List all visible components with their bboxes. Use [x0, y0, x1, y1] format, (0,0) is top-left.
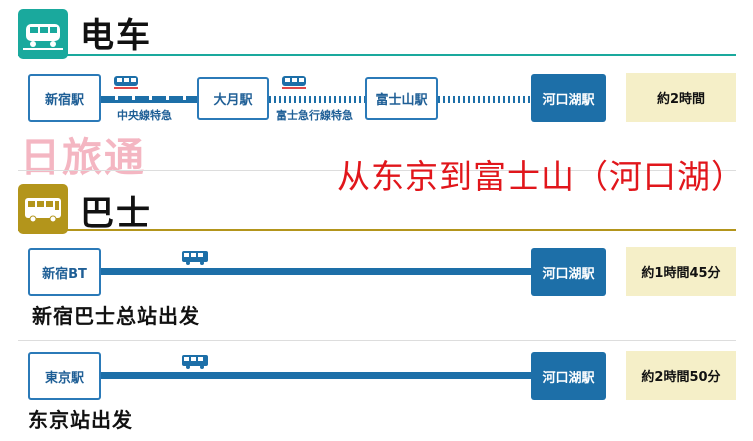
bus-destination-kawaguchiko[interactable]: 河口湖駅: [531, 352, 606, 400]
small-bus-icon: [182, 251, 208, 265]
bus-destination-kawaguchiko[interactable]: 河口湖駅: [531, 248, 606, 296]
bus-route-line: [101, 372, 533, 379]
station-otsuki[interactable]: 大月駅: [197, 77, 269, 120]
bus-route-line: [101, 268, 533, 275]
train-duration: 約2時間: [626, 73, 736, 122]
bus-section-icon: [18, 184, 68, 234]
bus-depart-label: 新宿巴士总站出发: [32, 304, 200, 328]
small-bus-icon: [182, 355, 208, 369]
bus-duration: 約1時間45分: [626, 247, 736, 296]
watermark: 日旅通: [20, 135, 146, 181]
bus-duration: 約2時間50分: [626, 351, 736, 400]
train-section-icon: [18, 9, 68, 59]
track-fujikyu-line: [269, 96, 365, 103]
section-divider: [18, 170, 736, 171]
bus-origin-shinjuku-bt[interactable]: 新宿BT: [28, 248, 101, 296]
train-section-rule: [18, 54, 736, 56]
bus-depart-label: 东京站出发: [28, 408, 133, 432]
small-train-icon: [114, 76, 138, 89]
station-kawaguchiko[interactable]: 河口湖駅: [531, 74, 606, 122]
track-fujisan-kawaguchiko: [438, 96, 534, 103]
bus-section-title: 巴士: [80, 194, 152, 234]
route-divider: [18, 340, 736, 341]
bus-section-rule: [18, 229, 736, 231]
train-icon: [23, 24, 63, 50]
track-chuo-line-lower: [101, 100, 197, 103]
bus-origin-tokyo-station[interactable]: 東京駅: [28, 352, 101, 400]
track-chuo-line: [101, 96, 197, 103]
station-fujisan[interactable]: 富士山駅: [365, 77, 438, 120]
small-train-icon: [282, 76, 306, 89]
line-label-fujikyu: 富士急行線特急: [276, 109, 353, 122]
route-title: 从东京到富士山（河口湖）: [337, 157, 745, 196]
bus-icon: [25, 198, 61, 223]
line-label-chuo: 中央線特急: [117, 109, 172, 122]
station-shinjuku[interactable]: 新宿駅: [28, 74, 101, 122]
train-section-title: 电车: [80, 16, 152, 56]
